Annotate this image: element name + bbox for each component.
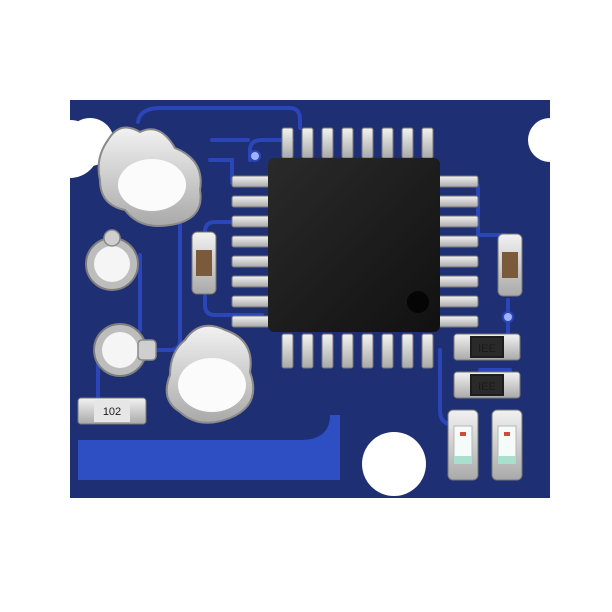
solder-pad-upper-left [97, 126, 202, 227]
resistor-top-marking: IEE [478, 343, 496, 355]
mounting-hole-bottom [362, 432, 426, 496]
resistor-top: IEE [453, 333, 521, 361]
mounting-hole-right [538, 116, 586, 164]
via-pad-lower [93, 323, 157, 377]
pin1-dot [407, 291, 429, 313]
chip-pins-top [281, 127, 434, 159]
small-vias [249, 150, 514, 323]
ground-plane [78, 415, 340, 480]
resistor-middle: IEE [453, 371, 521, 399]
chip-pins-left [231, 175, 271, 328]
resistor-middle-marking: IEE [478, 381, 496, 393]
capacitor-right [497, 233, 523, 297]
chip-pins-bottom [281, 333, 434, 369]
resistor-bottom-left-marking: 102 [103, 406, 121, 418]
capacitor-left [191, 231, 217, 295]
via-pad-upper [85, 229, 139, 291]
chip-pins-right [437, 175, 479, 328]
qfp-chip [268, 158, 440, 332]
solder-pad-lower-left [165, 324, 255, 424]
resistor-bottom-left: 102 [77, 397, 147, 425]
led-right [491, 409, 523, 481]
led-left [447, 409, 479, 481]
